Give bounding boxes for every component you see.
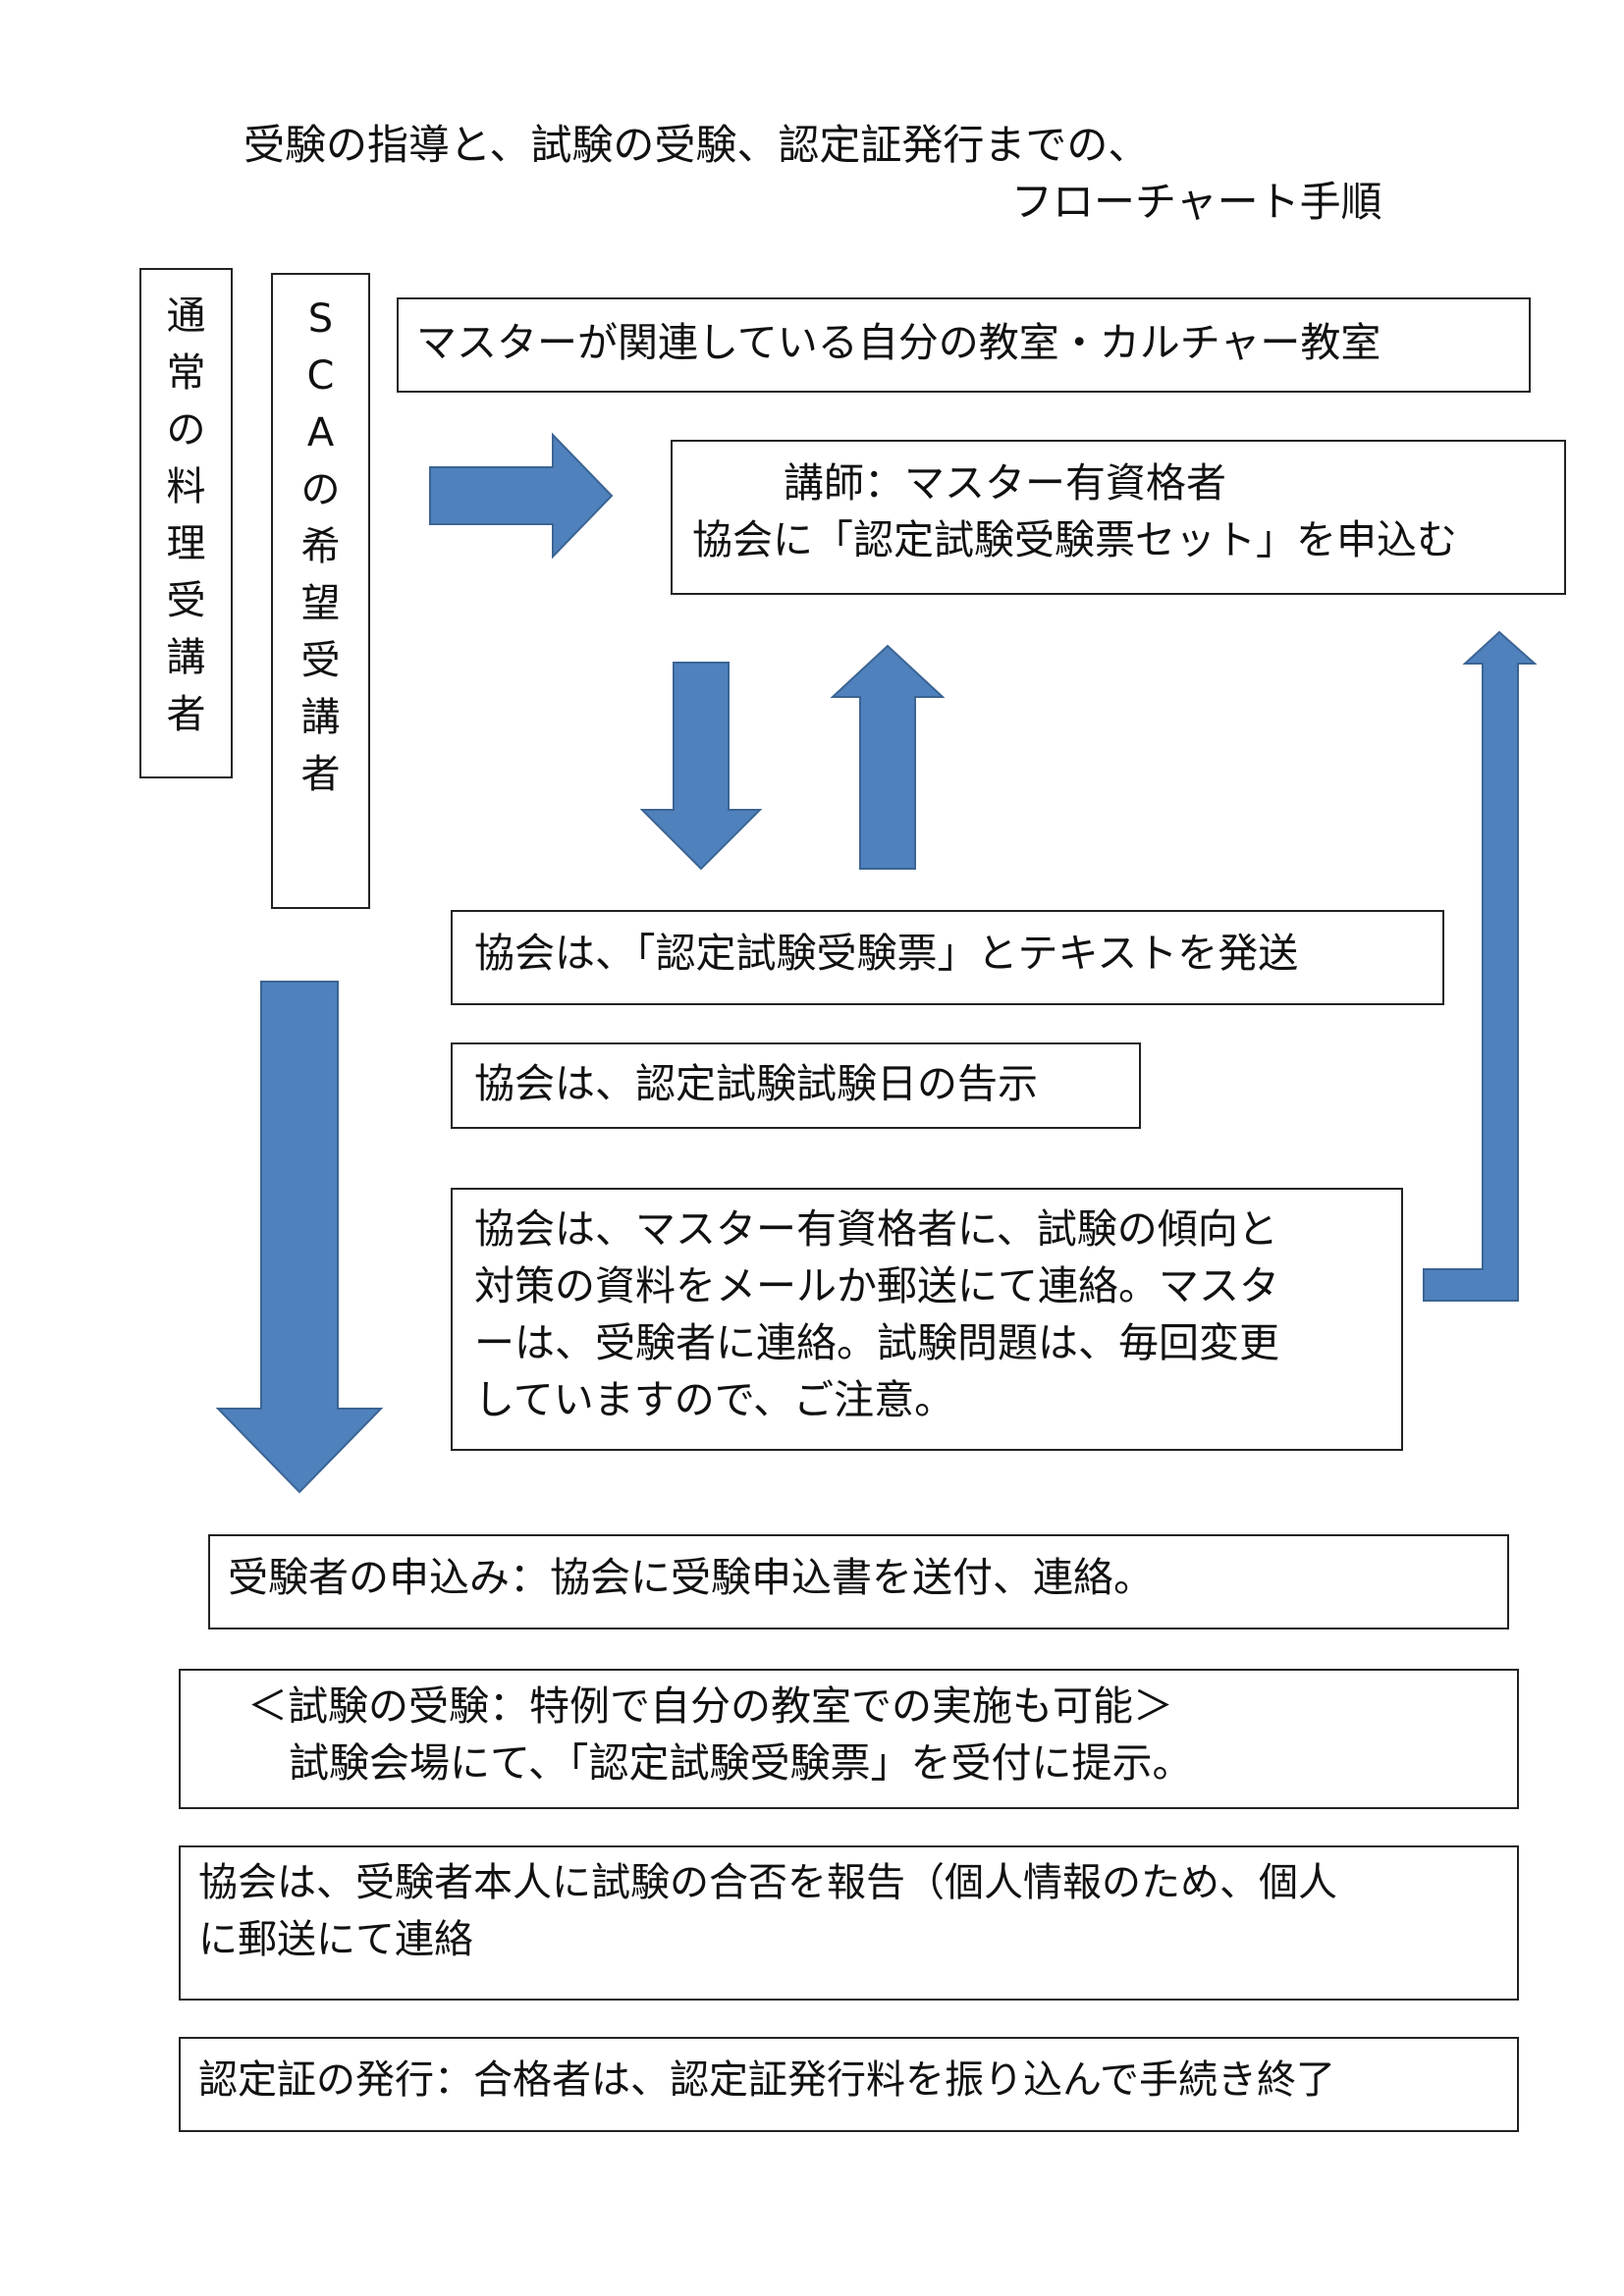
regular-students-box: 通常の料理受講者 [139, 268, 233, 778]
result-box: 協会は、受験者本人に試験の合否を報告（個人情報のため、個人 に郵送にて連絡 [179, 1845, 1519, 2001]
certificate-box: 認定証の発行：合格者は、認定証発行料を振り込んで手続き終了 [179, 2037, 1519, 2132]
arrow-down-middle [639, 662, 763, 871]
notice-line-1: 協会は、マスター有資格者に、試験の傾向と [474, 1205, 1278, 1253]
sca-students-char: 受 [300, 638, 341, 683]
sca-students-char: の [300, 467, 341, 512]
application-text: 受験者の申込み：協会に受験申込書を送付、連絡。 [228, 1554, 1154, 1601]
sca-students-char: C [306, 353, 335, 399]
notice-box: 協会は、マスター有資格者に、試験の傾向と 対策の資料をメールか郵送にて連絡。マス… [451, 1188, 1403, 1451]
sca-students-char: 希 [300, 524, 341, 569]
exam-line-1: ＜試験の受験：特例で自分の教室での実施も可能＞ [247, 1682, 1173, 1730]
send-box: 協会は、「認定試験受験票」とテキストを発送 [451, 910, 1444, 1005]
sca-students-char: 講 [300, 695, 341, 740]
arrow-down-left [215, 981, 384, 1494]
regular-students-char: の [166, 407, 206, 453]
classroom-box: マスターが関連している自分の教室・カルチャー教室 [397, 297, 1531, 393]
exam-line-2: 試験会場にて、「認定試験受験票」を受付に提示。 [289, 1739, 1193, 1787]
regular-students-char: 理 [166, 521, 206, 566]
regular-students-char: 受 [166, 578, 206, 623]
title-line-1: 受験の指導と、試験の受験、認定証発行までの、 [244, 121, 1150, 169]
arrow-up-right [1423, 630, 1538, 1302]
instructor-box: 講師：マスター有資格者 協会に「認定試験受験票セット」を申込む [671, 440, 1566, 595]
sca-students-char: S [307, 296, 334, 342]
instructor-line-2: 協会に「認定試験受験票セット」を申込む [692, 516, 1457, 563]
sca-students-char: A [306, 410, 335, 455]
arrow-up-middle [830, 644, 946, 870]
notice-line-2: 対策の資料をメールか郵送にて連絡。マスタ [474, 1262, 1279, 1309]
send-text: 協会は、「認定試験受験票」とテキストを発送 [474, 930, 1299, 977]
application-box: 受験者の申込み：協会に受験申込書を送付、連絡。 [208, 1534, 1509, 1629]
regular-students-char: 通 [166, 294, 206, 339]
regular-students-char: 常 [166, 350, 206, 396]
classroom-text: マスターが関連している自分の教室・カルチャー教室 [416, 319, 1381, 366]
result-line-1: 協会は、受験者本人に試験の合否を報告（個人情報のため、個人 [198, 1860, 1337, 1905]
title-line-2: フローチャート手順 [1011, 178, 1382, 226]
certificate-text: 認定証の発行：合格者は、認定証発行料を振り込んで手続き終了 [198, 2057, 1335, 2103]
notice-line-3: ーは、受験者に連絡。試験問題は、毎回変更 [474, 1319, 1279, 1366]
exam-box: ＜試験の受験：特例で自分の教室での実施も可能＞ 試験会場にて、「認定試験受験票」… [179, 1669, 1519, 1809]
regular-students-char: 者 [166, 692, 206, 737]
sca-students-char: 望 [300, 581, 341, 626]
sca-students-char: 者 [300, 752, 341, 797]
arrow-right [429, 432, 614, 560]
notice-line-4: していますので、ご注意。 [474, 1376, 955, 1423]
regular-students-char: 料 [166, 464, 206, 509]
regular-students-char: 講 [166, 635, 206, 680]
instructor-line-1: 講師：マスター有資格者 [784, 459, 1226, 507]
exam-date-box: 協会は、認定試験試験日の告示 [451, 1042, 1141, 1129]
result-line-2: に郵送にて連絡 [198, 1917, 473, 1962]
exam-date-text: 協会は、認定試験試験日の告示 [474, 1060, 1038, 1107]
